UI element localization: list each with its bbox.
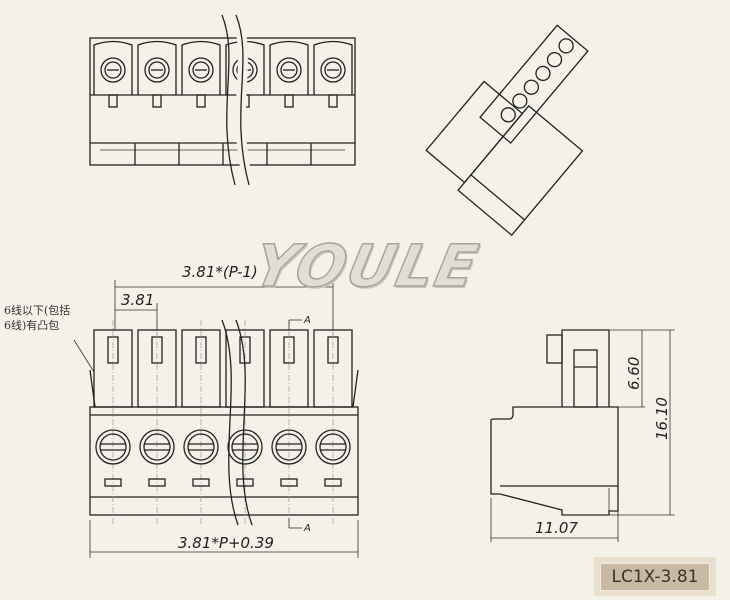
watermark-logo: YOULE: [247, 231, 486, 301]
top-screw: [93, 40, 136, 165]
section-mark-bottom: A: [303, 523, 311, 534]
front-pin: [313, 320, 353, 525]
iso-screw: [512, 93, 528, 109]
iso-screw: [500, 107, 516, 123]
iso-screw: [523, 79, 540, 95]
dim-pitch-span: 3.81*(P-1): [182, 263, 258, 281]
top-screw: [269, 40, 312, 165]
dim-pitch: 3.81: [121, 291, 154, 309]
iso-screw: [558, 38, 574, 54]
top-screw: [181, 40, 224, 165]
top-screw: [137, 40, 180, 165]
front-pin: [269, 320, 309, 525]
side-view: 6.60 16.10 11.07: [490, 329, 675, 542]
front-pin: [181, 320, 221, 525]
dim-depth: 11.07: [535, 519, 578, 537]
part-label: LC1X-3.81: [600, 563, 710, 591]
top-screw: [313, 40, 353, 108]
iso-screw: [546, 51, 563, 68]
front-pin: [137, 320, 177, 525]
dim-total-width: 3.81*P+0.39: [178, 534, 274, 552]
top-view: [89, 37, 356, 166]
isometric-view: [425, 24, 589, 237]
front-view: [89, 320, 359, 525]
front-pin: [93, 320, 133, 525]
dim-total-height: 16.10: [653, 397, 671, 440]
part-label-box: LC1X-3.81: [594, 557, 716, 596]
dim-tab-height: 6.60: [625, 357, 643, 390]
section-mark-top: A: [303, 315, 311, 326]
note-text: 6线以下(包括6线)有凸包: [4, 304, 71, 332]
iso-screw: [535, 65, 551, 82]
